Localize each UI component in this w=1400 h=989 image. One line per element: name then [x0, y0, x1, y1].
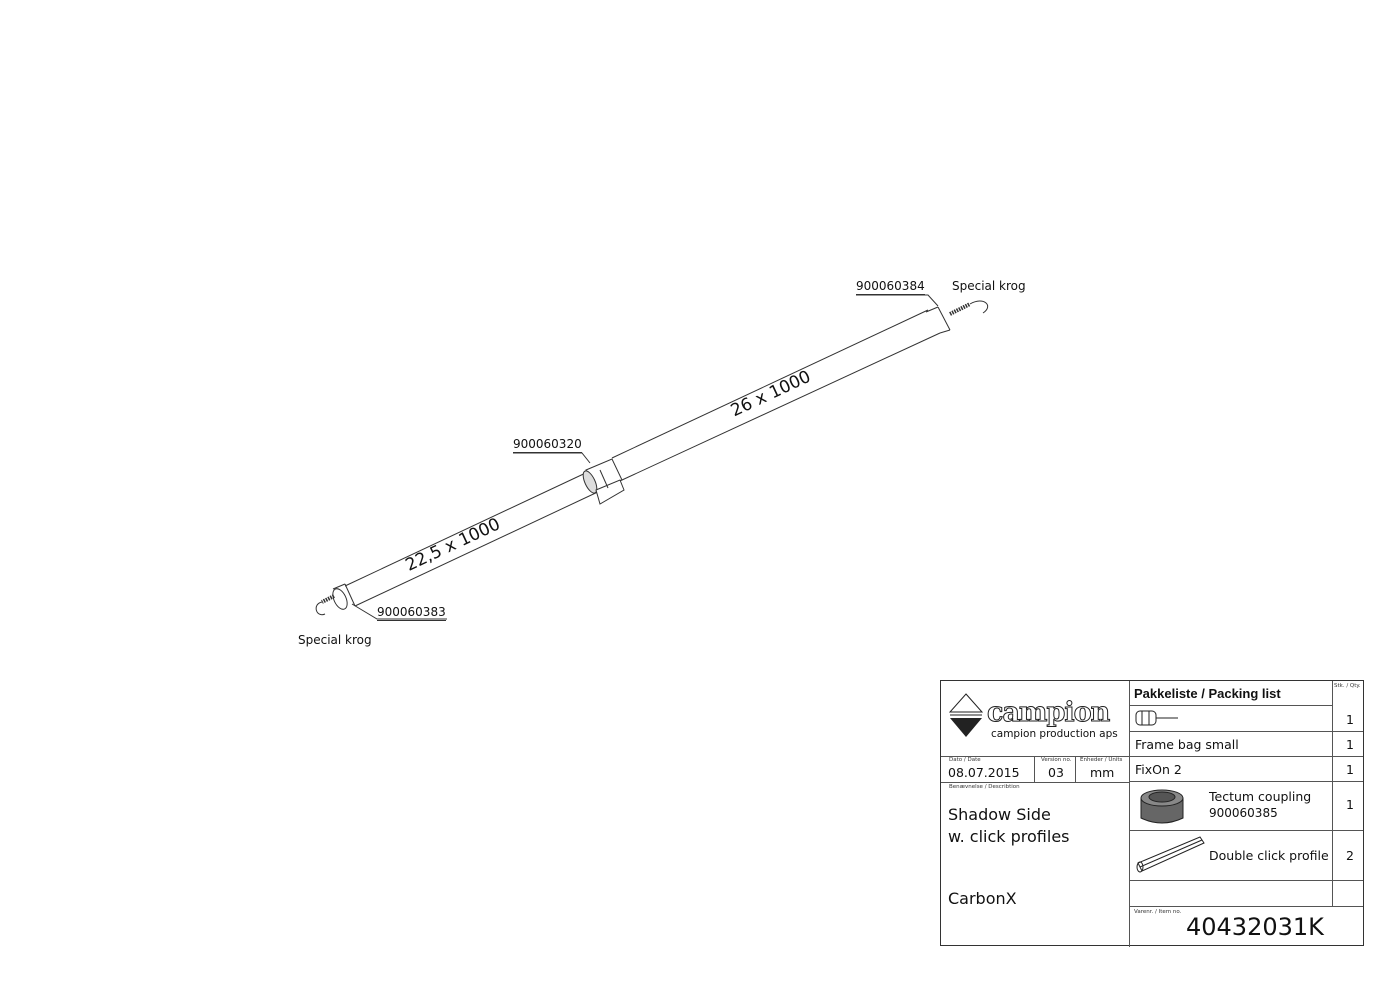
- date-label: Dato / Date: [949, 757, 981, 763]
- title-block: campion campion production aps Dato / Da…: [940, 680, 1364, 947]
- coupling-icon: [1140, 789, 1184, 824]
- special-hook-bottom: [315, 594, 335, 616]
- end-cap-bottom: [332, 583, 356, 610]
- units-value: mm: [1090, 765, 1115, 780]
- units-label: Enheder / Units: [1080, 757, 1123, 763]
- lower-pole: [344, 469, 603, 607]
- item-qty: 1: [1346, 762, 1354, 777]
- part-number-bottom-end: 900060383: [377, 605, 446, 621]
- version-label: Version no.: [1041, 757, 1072, 763]
- description-line-1: Shadow Side: [948, 805, 1051, 824]
- hook-label-top: Special krog: [952, 279, 1026, 293]
- description-line-2: w. click profiles: [948, 827, 1070, 846]
- packing-list-title: Pakkeliste / Packing list: [1134, 686, 1281, 701]
- upper-pole: [611, 309, 941, 481]
- item-code: 900060385: [1209, 806, 1278, 820]
- item-number: 40432031K: [1186, 913, 1324, 941]
- part-number-top-end: 900060384: [856, 279, 925, 295]
- version-value: 03: [1048, 765, 1064, 780]
- item-name: Tectum coupling: [1209, 789, 1312, 804]
- click-profile-icon: [1136, 836, 1205, 873]
- logo-wordmark: campion: [986, 697, 1110, 729]
- company-name: campion production aps: [991, 728, 1118, 740]
- special-hook-top: [949, 300, 989, 316]
- hook-label-bottom: Special krog: [298, 633, 372, 647]
- item-qty: 2: [1346, 848, 1354, 863]
- part-number-middle: 900060320: [513, 437, 582, 453]
- item-name: Double click profile: [1209, 848, 1329, 863]
- end-cap-top: [925, 306, 951, 334]
- peg-icon: [1135, 710, 1178, 726]
- item-no-label: Varenr. / Item no.: [1134, 909, 1182, 915]
- campion-logo-icon: [949, 693, 983, 737]
- coupling-900060320: [582, 458, 625, 505]
- item-qty: 1: [1346, 737, 1354, 752]
- item-name: Frame bag small: [1135, 737, 1239, 752]
- item-name: FixOn 2: [1135, 762, 1182, 777]
- product-line: CarbonX: [948, 889, 1017, 908]
- date-value: 08.07.2015: [948, 765, 1020, 780]
- description-label: Benævnelse / Describtion: [949, 784, 1020, 790]
- item-qty: 1: [1346, 712, 1354, 727]
- qty-label: Stk. / Qty.: [1334, 683, 1361, 689]
- item-qty: 1: [1346, 797, 1354, 812]
